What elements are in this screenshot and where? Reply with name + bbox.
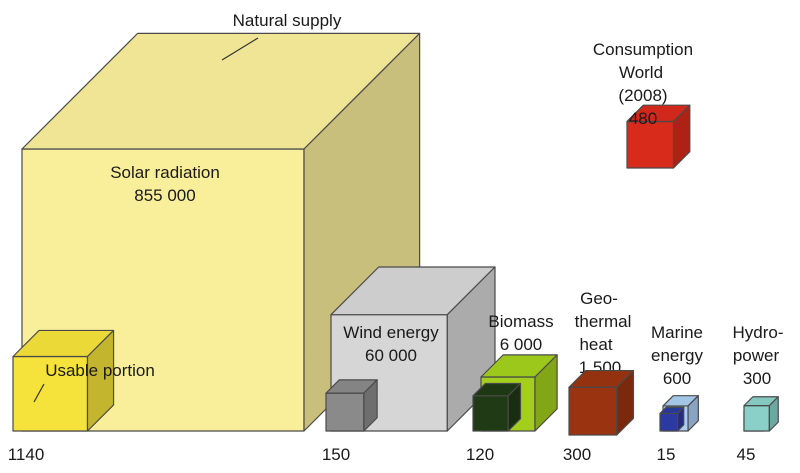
marine-usable-side-face xyxy=(676,406,685,432)
consumption-cube xyxy=(626,104,691,169)
usable-portion-annotation: Usable portion xyxy=(45,361,155,380)
biomass-usable-cube xyxy=(472,382,522,432)
hydro-usable-side-face xyxy=(768,396,779,432)
consumption-label-line-2: World xyxy=(619,63,663,82)
consumption-label-line-1: Consumption xyxy=(593,40,693,59)
marine-usable-cube xyxy=(659,406,685,432)
geothermal-usable-side-face xyxy=(616,369,635,436)
geothermal-label-line-3: heat xyxy=(579,335,612,354)
hydro-label-line-1: Hydro- xyxy=(732,323,783,342)
natural-supply-leader xyxy=(221,37,259,61)
geothermal-label-line-1: Geo- xyxy=(580,289,618,308)
biomass-usable-front-face xyxy=(472,395,509,432)
usable-portion-leader xyxy=(33,383,45,403)
hydro-usable-cube xyxy=(743,396,779,432)
marine-usable-front-face xyxy=(659,412,679,432)
geothermal-usable-cube xyxy=(568,369,635,436)
marine-label-line-3: 600 xyxy=(663,369,691,388)
wind-usable-front-face xyxy=(325,392,365,432)
marine-supply-side-face xyxy=(687,395,699,432)
wind-usable-value: 150 xyxy=(322,445,350,464)
geothermal-usable-value: 300 xyxy=(563,445,591,464)
biomass-supply-side-face xyxy=(534,354,558,432)
consumption-label-line-4: 480 xyxy=(629,109,657,128)
solar-label-line-1: Solar radiation xyxy=(110,163,220,182)
consumption-side-face xyxy=(672,104,691,169)
wind-label-line-1: Wind energy xyxy=(343,323,439,342)
biomass-usable-side-face xyxy=(507,382,522,432)
wind-usable-side-face xyxy=(363,379,378,432)
solar-usable-side-face xyxy=(86,329,115,432)
wind-label-line-2: 60 000 xyxy=(365,346,417,365)
hydro-label-line-2: power xyxy=(733,346,780,365)
hydro-usable-front-face xyxy=(743,405,770,432)
consumption-label-line-3: (2008) xyxy=(618,86,667,105)
hydro-label-line-3: 300 xyxy=(743,369,771,388)
geothermal-label-line-2: thermal xyxy=(575,312,632,331)
solar-label-line-2: 855 000 xyxy=(134,186,195,205)
natural-supply-annotation: Natural supply xyxy=(233,11,342,30)
marine-usable-value: 15 xyxy=(657,445,676,464)
biomass-usable-value: 120 xyxy=(466,445,494,464)
biomass-label-line-1: Biomass xyxy=(488,312,553,331)
marine-label-line-1: Marine xyxy=(651,323,703,342)
marine-label-line-2: energy xyxy=(651,346,703,365)
biomass-label-line-2: 6 000 xyxy=(500,335,543,354)
wind-usable-cube xyxy=(325,379,378,432)
solar-usable-cube xyxy=(12,329,115,432)
geothermal-usable-front-face xyxy=(568,386,618,436)
solar-usable-value: 1140 xyxy=(8,445,45,464)
consumption-front-face xyxy=(626,120,675,169)
hydro-usable-value: 45 xyxy=(737,445,756,464)
